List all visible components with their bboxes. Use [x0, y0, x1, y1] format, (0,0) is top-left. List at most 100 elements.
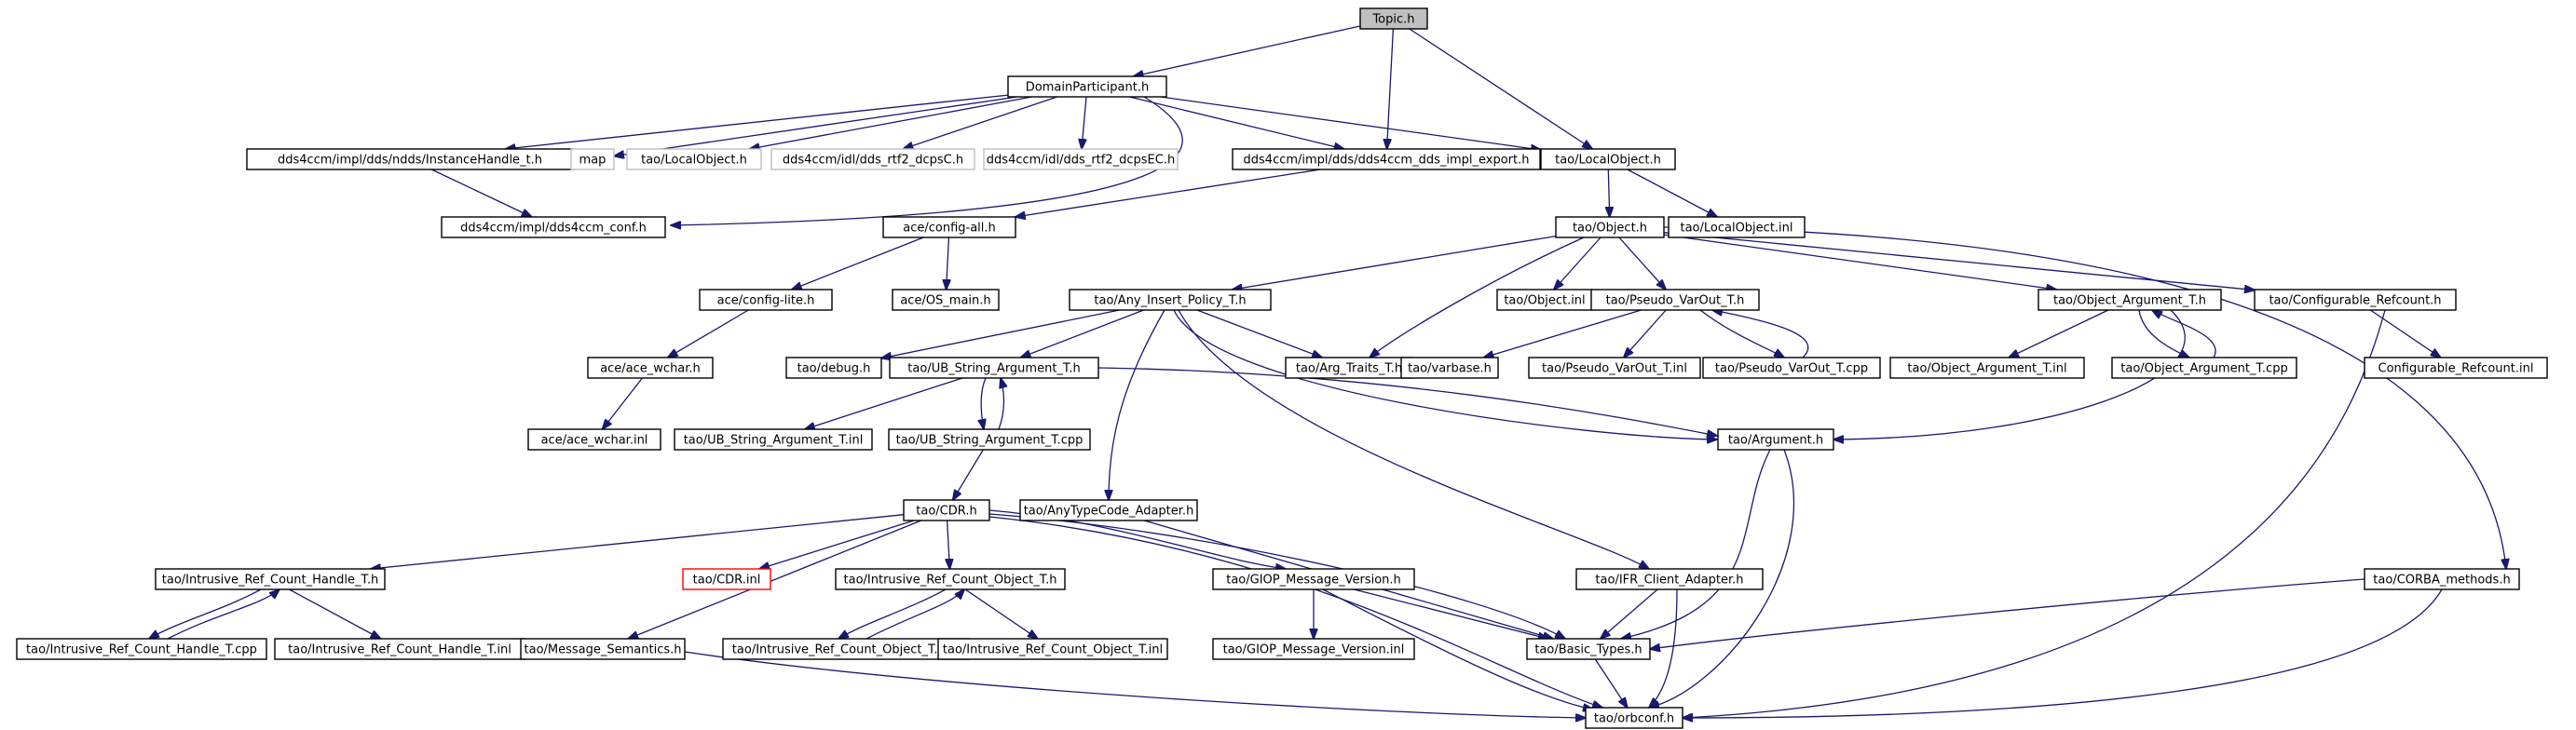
- node-label: tao/Object.inl: [1504, 294, 1585, 308]
- node-giopversion[interactable]: tao/GIOP_Message_Version.h: [1212, 568, 1415, 590]
- node-box: [699, 289, 833, 311]
- node-pseudovaroutcpp[interactable]: tao/Pseudo_VarOut_T.cpp: [1702, 357, 1881, 379]
- node-ubstringarg[interactable]: tao/UB_String_Argument_T.h: [889, 357, 1099, 379]
- node-acewcharinl[interactable]: ace/ace_wchar.inl: [527, 428, 661, 451]
- node-object[interactable]: tao/Object.h: [1555, 216, 1665, 238]
- node-orbconf[interactable]: tao/orbconf.h: [1585, 707, 1683, 729]
- edge-ifrclient-to-basictypes: [1601, 588, 1658, 639]
- node-label: tao/LocalObject.h: [641, 154, 747, 168]
- node-intrusiveobject[interactable]: tao/Intrusive_Ref_Count_Object_T.h: [835, 568, 1066, 590]
- node-label: tao/Arg_Traits_T.h: [1296, 362, 1402, 376]
- node-varbase[interactable]: tao/varbase.h: [1400, 357, 1499, 379]
- node-argument[interactable]: tao/Argument.h: [1717, 428, 1834, 451]
- node-intrusiveobjectcpp[interactable]: tao/Intrusive_Ref_Count_Object_T.cpp: [722, 638, 970, 660]
- node-box: [1212, 638, 1415, 660]
- node-configrefcountinl[interactable]: Configurable_Refcount.inl: [2364, 357, 2548, 379]
- node-box: [1526, 638, 1651, 660]
- edge-pseudovarout-to-varbase: [1484, 309, 1642, 358]
- node-ifrclient[interactable]: tao/IFR_Client_Adapter.h: [1575, 568, 1764, 590]
- node-label: tao/Intrusive_Ref_Count_Handle_T.inl: [288, 643, 511, 657]
- node-pseudovarout[interactable]: tao/Pseudo_VarOut_T.h: [1590, 289, 1760, 311]
- node-label: tao/AnyTypeCode_Adapter.h: [1024, 505, 1194, 519]
- edge-pseudovarout-to-pseudovaroutinl: [1624, 309, 1667, 358]
- node-messagesemantics[interactable]: tao/Message_Semantics.h: [520, 638, 686, 660]
- edge-domainparticipant-to-map: [614, 96, 1018, 156]
- edge-acewchar-to-acewcharinl: [603, 377, 643, 429]
- node-giopversioninl[interactable]: tao/GIOP_Message_Version.inl: [1212, 638, 1415, 660]
- node-label: tao/Intrusive_Ref_Count_Object_T.h: [844, 574, 1057, 588]
- node-box: [888, 428, 1091, 451]
- node-cdrinl[interactable]: tao/CDR.inl: [682, 568, 771, 590]
- edge-cdr-to-cdrinl: [759, 520, 915, 569]
- edge-cdr-to-messagesemantics: [628, 520, 922, 639]
- edge-argument-to-basictypes: [1621, 449, 1771, 639]
- node-ubstringargcpp[interactable]: tao/UB_String_Argument_T.cpp: [888, 428, 1091, 451]
- node-box: [570, 148, 615, 170]
- node-box: [1232, 148, 1541, 170]
- node-label: tao/Any_Insert_Policy_T.h: [1094, 294, 1246, 308]
- node-dds4ccmconf[interactable]: dds4ccm/impl/dds4ccm_conf.h: [441, 216, 666, 238]
- node-intrusivehandle[interactable]: tao/Intrusive_Ref_Count_Handle_T.h: [155, 568, 386, 590]
- node-box: [889, 357, 1099, 379]
- node-corbamethods[interactable]: tao/CORBA_methods.h: [2364, 568, 2520, 590]
- node-label: tao/orbconf.h: [1594, 712, 1674, 726]
- node-rtf2dcpsc: dds4ccm/idl/dds_rtf2_dcpsC.h: [770, 148, 975, 170]
- node-anyinsert[interactable]: tao/Any_Insert_Policy_T.h: [1069, 289, 1272, 311]
- node-label: ace/config-lite.h: [717, 294, 815, 308]
- node-debug[interactable]: tao/debug.h: [785, 357, 882, 379]
- node-label: tao/Pseudo_VarOut_T.cpp: [1715, 362, 1868, 376]
- node-box: [1212, 568, 1415, 590]
- edge-intrusivehandlecpp-to-intrusivehandle: [167, 589, 279, 640]
- node-configlite[interactable]: ace/config-lite.h: [699, 289, 833, 311]
- node-pseudovaroutinl[interactable]: tao/Pseudo_VarOut_T.inl: [1528, 357, 1701, 379]
- edge-anyinsert-to-argtraits: [1196, 309, 1322, 358]
- edge-ubstringargcpp-to-cdr: [953, 449, 984, 500]
- node-localobject[interactable]: tao/LocalObject.h: [1540, 148, 1676, 170]
- node-configall[interactable]: ace/config-all.h: [882, 216, 1016, 238]
- node-localobjectinl[interactable]: tao/LocalObject.inl: [1668, 216, 1806, 238]
- node-objectarginl[interactable]: tao/Object_Argument_T.inl: [1889, 357, 2085, 379]
- edge-domainparticipant-to-rtf2dcpsec: [1082, 96, 1087, 149]
- node-objectargument[interactable]: tao/Object_Argument_T.h: [2038, 289, 2222, 311]
- node-box: [1069, 289, 1272, 311]
- node-label: map: [579, 154, 607, 168]
- node-intrusivehandlecpp[interactable]: tao/Intrusive_Ref_Count_Handle_T.cpp: [16, 638, 267, 660]
- node-objectargcpp[interactable]: tao/Object_Argument_T.cpp: [2111, 357, 2297, 379]
- node-intrusivehandleinl[interactable]: tao/Intrusive_Ref_Count_Handle_T.inl: [274, 638, 525, 660]
- edge-ubstringargcpp-to-ubstringarg: [998, 378, 1004, 430]
- node-acewchar[interactable]: ace/ace_wchar.h: [587, 357, 714, 379]
- node-argtraits[interactable]: tao/Arg_Traits_T.h: [1285, 357, 1413, 379]
- node-label: tao/CDR.h: [916, 505, 976, 519]
- node-implexport[interactable]: dds4ccm/impl/dds/dds4ccm_dds_impl_export…: [1232, 148, 1541, 170]
- node-topic[interactable]: Topic.h: [1359, 7, 1428, 30]
- node-basictypes[interactable]: tao/Basic_Types.h: [1526, 638, 1651, 660]
- edge-configrefcount-to-configrefcountinl: [2369, 309, 2440, 358]
- node-label: ace/ace_wchar.inl: [541, 434, 648, 448]
- node-label: tao/CDR.inl: [693, 574, 761, 588]
- node-anytypecode[interactable]: tao/AnyTypeCode_Adapter.h: [1019, 499, 1198, 521]
- node-ubstringarginl[interactable]: tao/UB_String_Argument_T.inl: [674, 428, 873, 451]
- edge-cdr-to-intrusivehandle: [371, 514, 905, 569]
- edge-anyinsert-to-ifrclient: [1178, 309, 1649, 569]
- node-intrusiveobjectinl[interactable]: tao/Intrusive_Ref_Count_Object_T.inl: [937, 638, 1168, 660]
- edge-domainparticipant-to-implexport: [1129, 96, 1343, 149]
- node-label: tao/CORBA_methods.h: [2373, 574, 2510, 588]
- node-osmain[interactable]: ace/OS_main.h: [892, 289, 1000, 311]
- node-cdr[interactable]: tao/CDR.h: [903, 499, 990, 521]
- edge-messagesemantics-to-orbconf: [684, 651, 1586, 718]
- node-label: tao/Object_Argument_T.h: [2053, 294, 2206, 308]
- node-objectinl[interactable]: tao/Object.inl: [1496, 289, 1593, 311]
- edge-localobject-to-localobjectinl: [1627, 169, 1717, 217]
- edge-giopversion-to-orbconf: [1322, 588, 1593, 710]
- node-instancehandle[interactable]: dds4ccm/impl/dds/ndds/InstanceHandle_t.h: [246, 148, 574, 170]
- edge-ubstringarg-to-ubstringarginl: [805, 377, 963, 429]
- node-box: [2364, 357, 2548, 379]
- node-label: Topic.h: [1371, 13, 1414, 27]
- edge-corbamethods-to-orbconf: [1683, 588, 2443, 718]
- node-configrefcount[interactable]: tao/Configurable_Refcount.h: [2254, 289, 2457, 311]
- node-domainparticipant[interactable]: DomainParticipant.h: [1007, 75, 1167, 98]
- edge-objectargcpp-to-objectargument: [2152, 310, 2216, 358]
- edge-topic-to-domainparticipant: [1134, 25, 1361, 76]
- edge-ubstringarg-to-argument: [1097, 367, 1717, 436]
- node-label: tao/Pseudo_VarOut_T.h: [1606, 294, 1745, 308]
